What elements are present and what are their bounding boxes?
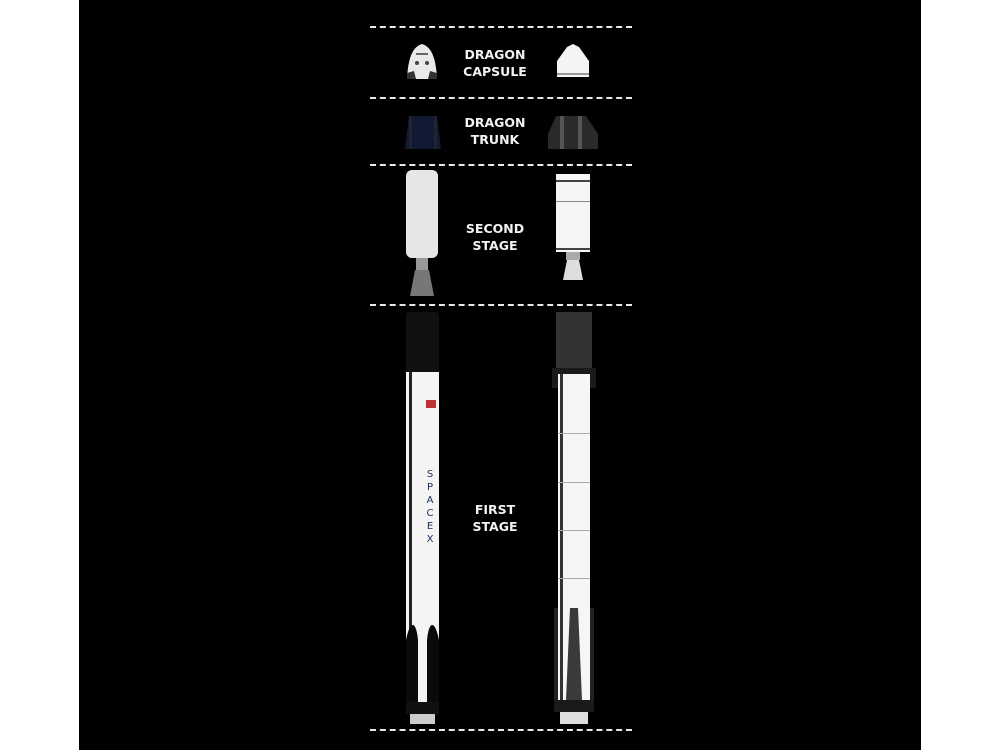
- divider-capsule-trunk: [370, 97, 632, 99]
- label-first-stage: FIRST STAGE: [445, 501, 545, 535]
- divider-trunk-second-stage: [370, 164, 632, 166]
- spacex-logo-text: SPACEX: [426, 469, 434, 545]
- second-stage-render: [404, 168, 440, 300]
- dragon-trunk-render: [403, 114, 443, 151]
- label-dragon-capsule: DRAGON CAPSULE: [445, 46, 545, 80]
- label-line: DRAGON: [464, 115, 526, 130]
- dragon-capsule-render: [404, 43, 440, 81]
- dragon-trunk-structure: [546, 114, 600, 151]
- divider-top: [370, 26, 632, 28]
- dragon-capsule-structure: [553, 43, 593, 81]
- label-line: STAGE: [472, 238, 518, 253]
- label-line: DRAGON: [464, 47, 526, 62]
- label-line: FIRST: [474, 502, 516, 517]
- label-line: CAPSULE: [463, 64, 527, 79]
- diagram-background: [79, 0, 921, 750]
- second-stage-structure: [554, 172, 592, 284]
- divider-bottom: [370, 729, 632, 731]
- label-line: SECOND: [465, 221, 525, 236]
- first-stage-structure: [550, 310, 598, 728]
- first-stage-render: SPACEX: [402, 310, 444, 728]
- label-second-stage: SECOND STAGE: [445, 220, 545, 254]
- label-line: STAGE: [472, 519, 518, 534]
- label-dragon-trunk: DRAGON TRUNK: [445, 114, 545, 148]
- label-line: TRUNK: [470, 132, 520, 147]
- divider-second-first-stage: [370, 304, 632, 306]
